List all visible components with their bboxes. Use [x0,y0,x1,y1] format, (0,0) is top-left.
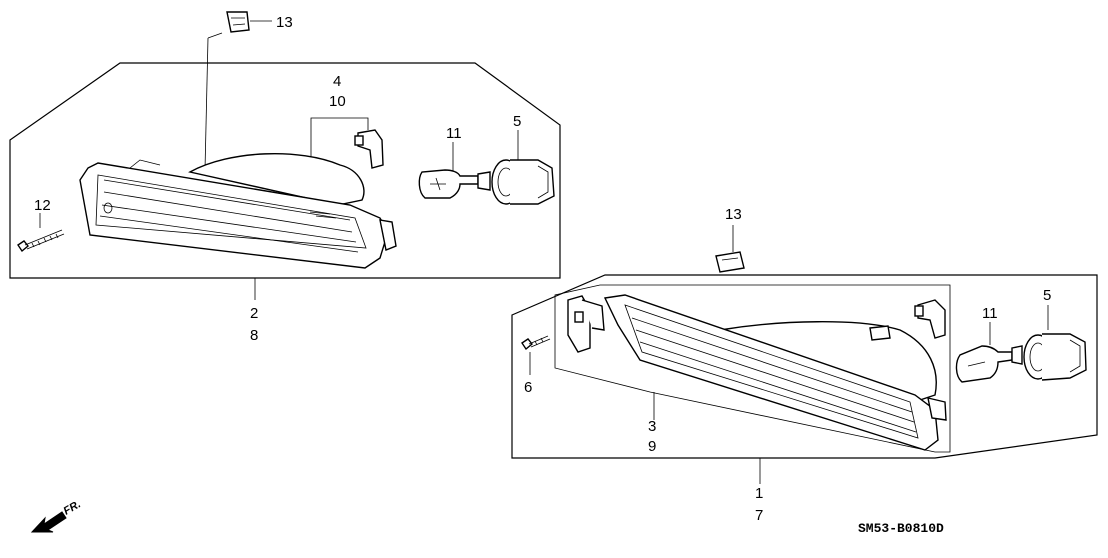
left-bulb-callout: 11 [446,125,462,142]
left-assembly-group: 13 4 10 11 5 12 2 8 [9,11,561,344]
right-screw-callout: 6 [524,379,532,396]
left-bracket-leader [310,117,369,160]
right-lens-callout-a: 3 [648,418,656,435]
left-assembly-callout-b: 8 [250,327,258,344]
diagram-code: SM53-B0810D [858,521,944,536]
left-socket-part [491,130,555,205]
right-connector-part [914,299,946,339]
right-assembly-callout-b: 7 [755,507,763,524]
right-bracket-part [567,295,605,353]
right-assembly-outline [511,274,1098,459]
right-clip-callout: 13 [725,206,742,223]
left-assembly-outline [9,62,561,279]
left-connector-part [354,129,384,169]
right-socket-callout: 5 [1043,287,1051,304]
front-direction-indicator: FR. [30,498,83,533]
left-bracket-callout-b: 10 [329,93,346,110]
left-bulb-part [418,142,491,199]
left-clip-part [204,11,272,171]
right-assembly-callout-a: 1 [755,485,763,502]
left-clip-callout: 13 [276,14,293,31]
right-turn-signal-housing [603,294,947,451]
front-direction-label: FR. [62,498,83,517]
right-lens-sub-outline [554,284,951,453]
right-socket-part [1023,305,1087,381]
right-clip-part [715,225,745,273]
left-socket-callout: 5 [513,113,521,130]
left-bracket-callout-a: 4 [333,73,341,90]
left-assembly-callout-a: 2 [250,305,258,322]
left-screw-part [17,213,65,253]
left-screw-callout: 12 [34,197,51,214]
front-arrow-icon [30,511,67,533]
right-bulb-callout: 11 [982,305,998,322]
right-assembly-group: 13 11 5 6 3 9 1 7 [511,206,1098,524]
right-screw-part [521,335,551,375]
right-lens-callout-b: 9 [648,438,656,455]
right-bulb-part [955,322,1023,383]
left-turn-signal-housing [79,153,397,269]
